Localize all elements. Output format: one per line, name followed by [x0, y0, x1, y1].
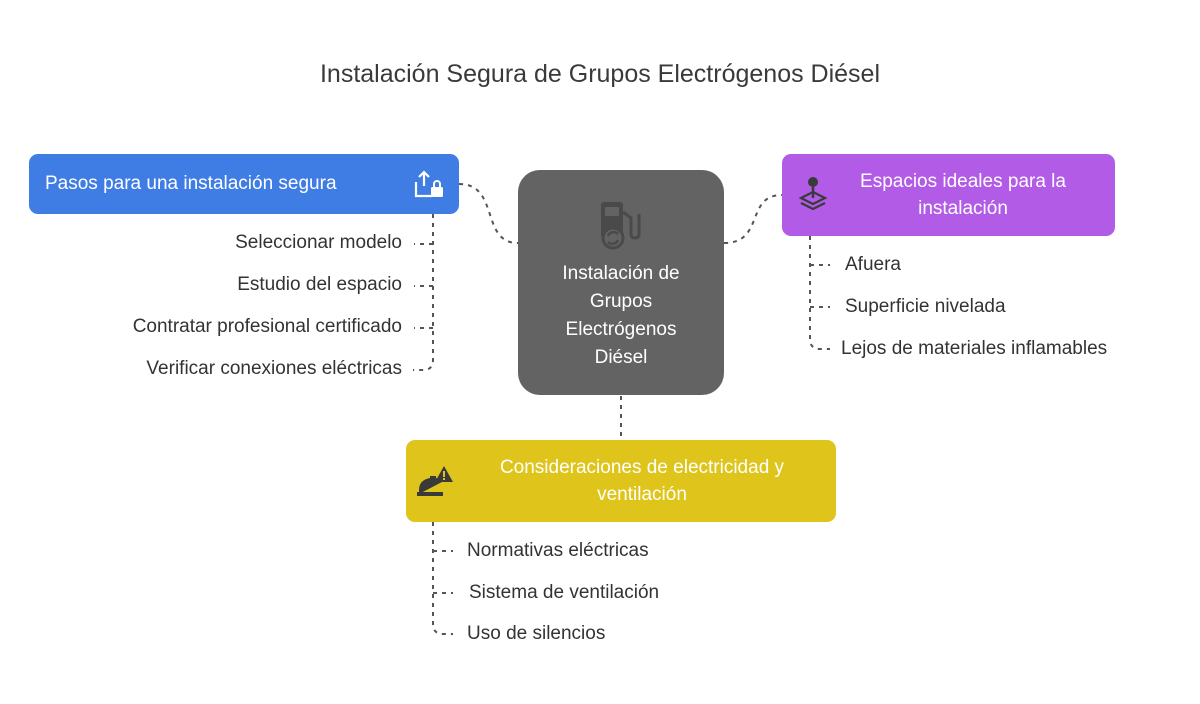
topic-consideraciones-label: Consideraciones de electricidad y ventil…	[499, 457, 785, 505]
list-item: Verificar conexiones eléctricas	[146, 358, 402, 379]
fuel-pump-recycle-icon	[601, 202, 641, 250]
share-lock-icon	[414, 170, 443, 198]
location-pin-layers-icon	[798, 177, 828, 210]
branch-consideraciones	[432, 522, 453, 635]
list-item: Estudio del espacio	[237, 274, 402, 295]
list-item: Lejos de materiales inflamables	[841, 338, 1108, 359]
center-label: Instalación de Grupos Electrógenos Diése…	[562, 263, 680, 368]
branch-espacios	[809, 236, 830, 350]
list-item: Contratar profesional certificado	[132, 316, 402, 337]
topic-espacios-label: Espacios ideales para la instalación	[860, 171, 1066, 219]
diagram-title: Instalación Segura de Grupos Electrógeno…	[319, 60, 881, 88]
list-item: Seleccionar modelo	[235, 232, 402, 253]
branch-pasos	[413, 214, 434, 371]
list-item: Normativas eléctricas	[467, 540, 649, 561]
center-node: Instalación de Grupos Electrógenos Diése…	[518, 170, 724, 395]
list-item: Superficie nivelada	[845, 296, 1006, 317]
topic-consideraciones: Consideraciones de electricidad y ventil…	[406, 440, 836, 522]
list-item: Uso de silencios	[467, 623, 606, 644]
connector-center-espacios	[723, 194, 783, 244]
topic-espacios: Espacios ideales para la instalación	[782, 154, 1115, 236]
connector-center-pasos	[458, 183, 519, 244]
hardhat-warning-icon	[417, 466, 453, 496]
list-item: Sistema de ventilación	[469, 582, 660, 603]
topic-pasos-label: Pasos para una instalación segura	[45, 173, 337, 194]
topic-pasos: Pasos para una instalación segura	[29, 154, 459, 214]
list-item: Afuera	[845, 254, 901, 275]
